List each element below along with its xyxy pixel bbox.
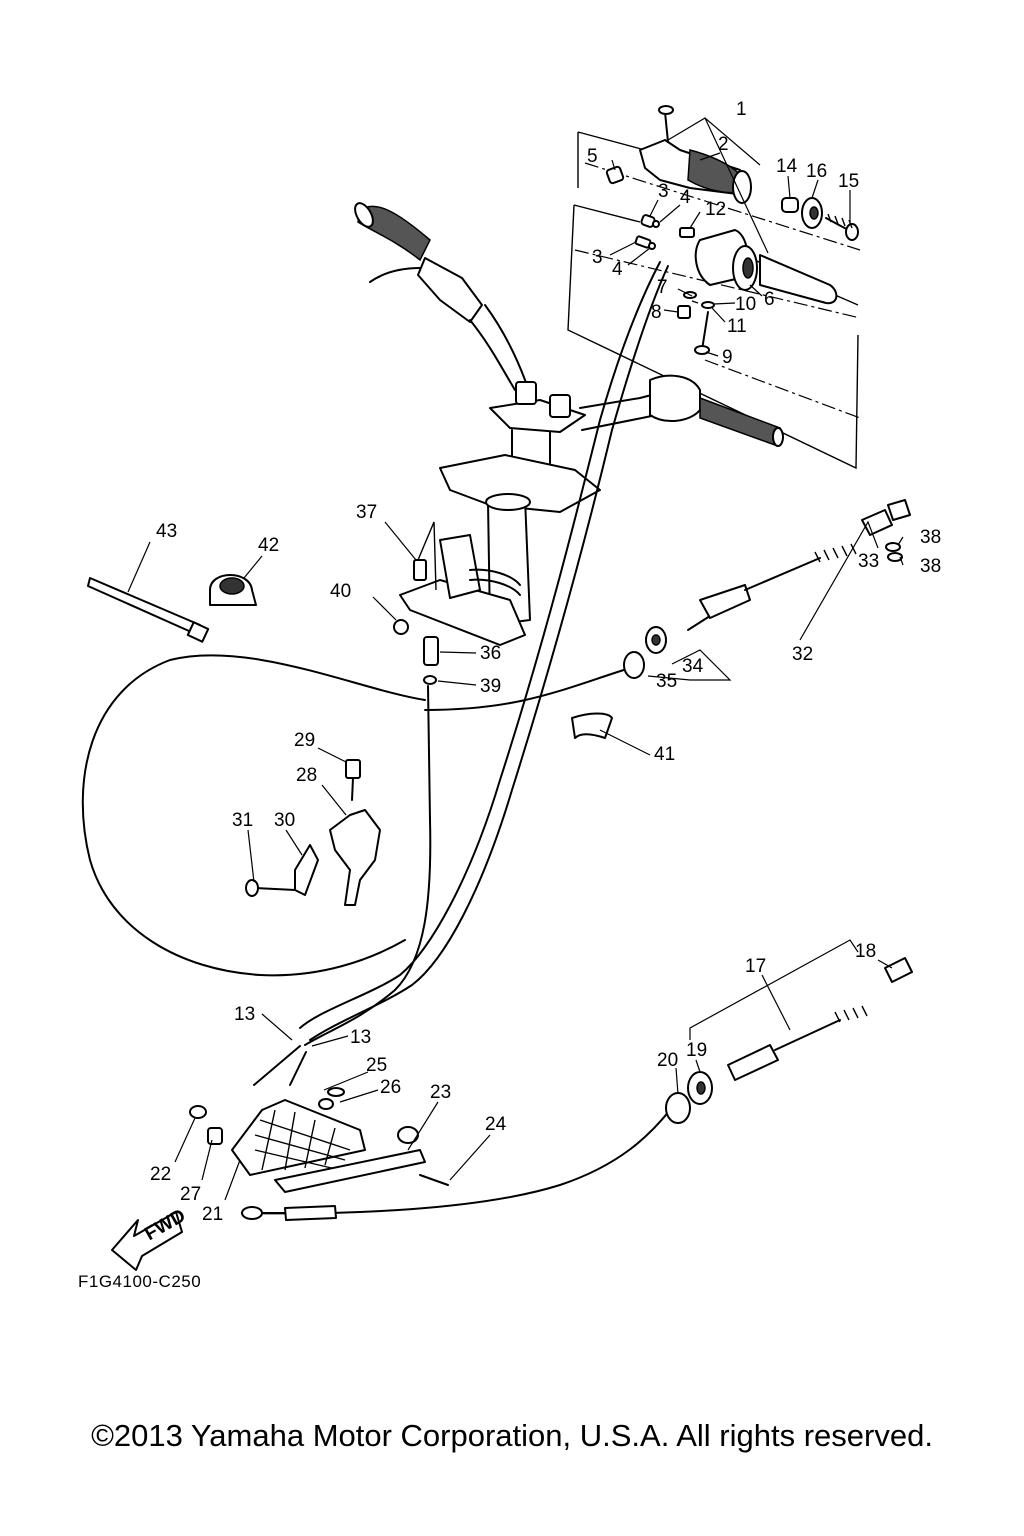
- callout-11: 11: [727, 316, 747, 337]
- callout-5: 5: [587, 146, 598, 167]
- cable-loop: [81, 574, 631, 977]
- handlebar-left: [354, 202, 529, 391]
- lower-bracket-assembly: [189, 1045, 449, 1193]
- handlebar-right: [579, 374, 784, 447]
- callout-16: 16: [806, 161, 827, 182]
- main-cables: [299, 261, 669, 1046]
- callout-3-lower: 3: [592, 247, 603, 268]
- callout-9: 9: [722, 347, 733, 368]
- steering-hardware: [393, 559, 439, 685]
- fwd-arrow-icon: FWD: [111, 1205, 189, 1271]
- callout-2: 2: [718, 134, 729, 155]
- callout-17: 17: [745, 956, 766, 977]
- callout-20: 20: [657, 1050, 678, 1071]
- callout-18: 18: [855, 941, 876, 962]
- callout-22: 22: [150, 1164, 171, 1185]
- callout-40: 40: [330, 581, 351, 602]
- callout-8: 8: [651, 302, 662, 323]
- throttle-housing-part: [634, 214, 838, 355]
- callout-3-upper: 3: [658, 181, 669, 202]
- callout-30: 30: [274, 810, 295, 831]
- callout-33: 33: [858, 551, 879, 572]
- callout-23: 23: [430, 1082, 451, 1103]
- leader-lines: [127, 117, 904, 1201]
- callout-labels: 1 2 3 3 4 4 5 6 7 8 9 10 11 12 13 13 14 …: [150, 99, 941, 1225]
- callout-29: 29: [294, 730, 315, 751]
- callout-14: 14: [776, 156, 798, 177]
- callout-34: 34: [682, 656, 704, 677]
- callout-43: 43: [156, 521, 177, 542]
- callout-26: 26: [380, 1077, 401, 1098]
- steering-column: [399, 381, 601, 646]
- callout-4-lower: 4: [612, 259, 623, 280]
- callout-28: 28: [296, 765, 317, 786]
- callout-1: 1: [736, 99, 747, 120]
- callout-27: 27: [180, 1184, 201, 1205]
- callout-21: 21: [202, 1204, 223, 1225]
- callout-36: 36: [480, 643, 501, 664]
- callout-4-upper: 4: [680, 187, 691, 208]
- callout-13-left: 13: [234, 1004, 255, 1025]
- throttle-lever-part: [605, 105, 752, 204]
- callout-19: 19: [686, 1040, 707, 1061]
- callout-24: 24: [485, 1114, 507, 1135]
- callout-25: 25: [366, 1055, 387, 1076]
- callout-10: 10: [735, 294, 756, 315]
- diagram-code: F1G4100-C250: [78, 1272, 202, 1291]
- callout-41: 41: [654, 744, 675, 765]
- callout-42: 42: [258, 535, 279, 556]
- callout-13-right: 13: [350, 1027, 371, 1048]
- callout-38-lower: 38: [920, 556, 941, 577]
- callout-38-upper: 38: [920, 527, 941, 548]
- grip-end-parts: [781, 197, 859, 241]
- callout-37: 37: [356, 502, 377, 523]
- callout-39: 39: [480, 676, 501, 697]
- callout-32: 32: [792, 644, 813, 665]
- cable-17-part: [241, 957, 913, 1221]
- callout-6: 6: [764, 289, 775, 310]
- callout-31: 31: [232, 810, 253, 831]
- callout-12: 12: [705, 199, 726, 220]
- bracket-assembly: [245, 759, 381, 906]
- copyright-notice: ©2013 Yamaha Motor Corporation, U.S.A. A…: [91, 1418, 933, 1453]
- callout-7: 7: [657, 277, 668, 298]
- cable-32-part: [571, 499, 911, 739]
- callout-35: 35: [656, 671, 677, 692]
- callout-15: 15: [838, 171, 859, 192]
